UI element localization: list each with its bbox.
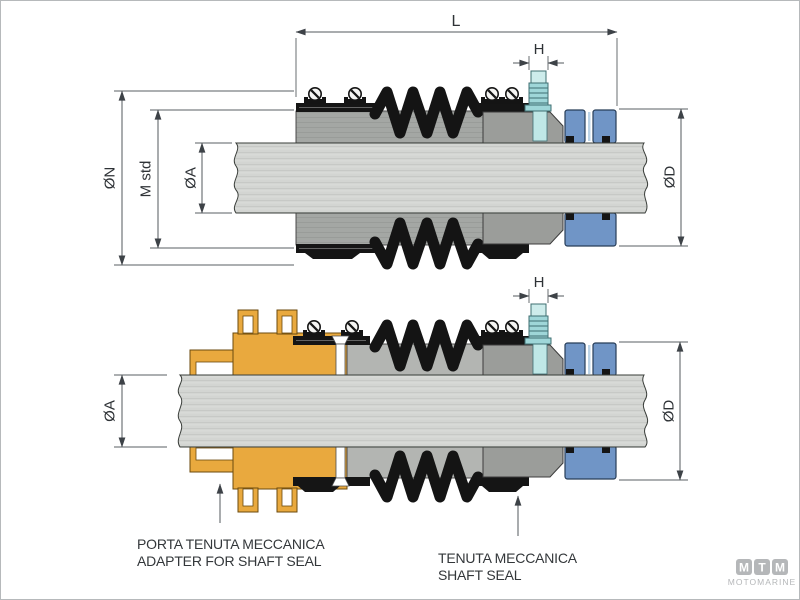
adapter-bolt-slot: [281, 315, 293, 334]
adapter-bolt-channel-lower: [335, 446, 346, 479]
logo-letter-m1: M: [739, 561, 749, 575]
adapter-recess-upper: [195, 361, 234, 376]
hose-band-seal-lower: [477, 244, 529, 253]
seal-gap-stripe: [588, 112, 591, 141]
clamp-band-cut: [305, 253, 360, 259]
callout-seal-line2: SHAFT SEAL: [438, 567, 522, 583]
dim-A-label-bottom: ØA: [102, 400, 119, 422]
clamp-band-cut: [482, 253, 523, 259]
barb-stem: [530, 70, 547, 85]
hose-band-lower: [293, 477, 370, 486]
mechanical-seal-rings: [564, 109, 617, 247]
barb-inner-tube: [532, 110, 548, 142]
o-ring: [566, 136, 574, 143]
callout-adapter-line2: ADAPTER FOR SHAFT SEAL: [137, 553, 322, 569]
callout-adapter-line1: PORTA TENUTA MECCANICA: [137, 536, 325, 552]
dim-N-label: ØN: [102, 167, 119, 190]
logo-box: [754, 559, 770, 575]
callout-seal: TENUTA MECCANICA SHAFT SEAL: [438, 495, 578, 583]
logo-letter-m2: M: [775, 561, 785, 575]
bellows-lower: [369, 217, 484, 270]
dim-H-label: H: [534, 41, 545, 58]
callout-adapter: PORTA TENUTA MECCANICA ADAPTER FOR SHAFT…: [137, 483, 326, 569]
mtm-motomarine-logo: M T M MOTOMARINE: [728, 559, 796, 587]
seal-housing-upper: [482, 111, 564, 144]
shaft-top-view: [233, 142, 649, 214]
logo-letter-t: T: [758, 561, 766, 575]
adapter-bolt-slot: [281, 488, 293, 507]
o-ring: [566, 213, 574, 220]
seal-assembly: H: [369, 41, 617, 270]
dim-D-label-bottom: ØD: [661, 400, 678, 423]
bottom-view-dimensions: ØA ØD: [102, 341, 688, 481]
dim-D-label-top: ØD: [662, 166, 679, 189]
dim-L-label: L: [452, 13, 461, 30]
o-ring: [602, 213, 610, 220]
hose-barb-fitting: [524, 70, 552, 142]
logo-name: MOTOMARINE: [728, 577, 796, 587]
logo-box: [736, 559, 752, 575]
adapter-bolt-channel-upper: [335, 343, 346, 376]
top-view-dimensions: L ØN M std ØA ØD: [102, 13, 688, 266]
clamp-band-cut: [298, 486, 340, 492]
dim-H: H: [513, 41, 564, 70]
adapter-bolt-slot: [242, 315, 254, 334]
adapter-recess-lower: [195, 447, 234, 461]
adapter-bolt-slot: [242, 488, 254, 507]
shaft-bottom-view: [177, 374, 649, 448]
barb-flange: [524, 104, 552, 112]
logo-box: [772, 559, 788, 575]
dim-A-label-top: ØA: [183, 167, 200, 189]
bellows-upper: [369, 86, 484, 139]
seal-housing-lower: [482, 212, 564, 245]
hose-band-seal-upper: [477, 103, 529, 112]
callout-seal-line1: TENUTA MECCANICA: [438, 550, 578, 566]
o-ring: [602, 136, 610, 143]
dim-Mstd-label: M std: [138, 161, 155, 198]
